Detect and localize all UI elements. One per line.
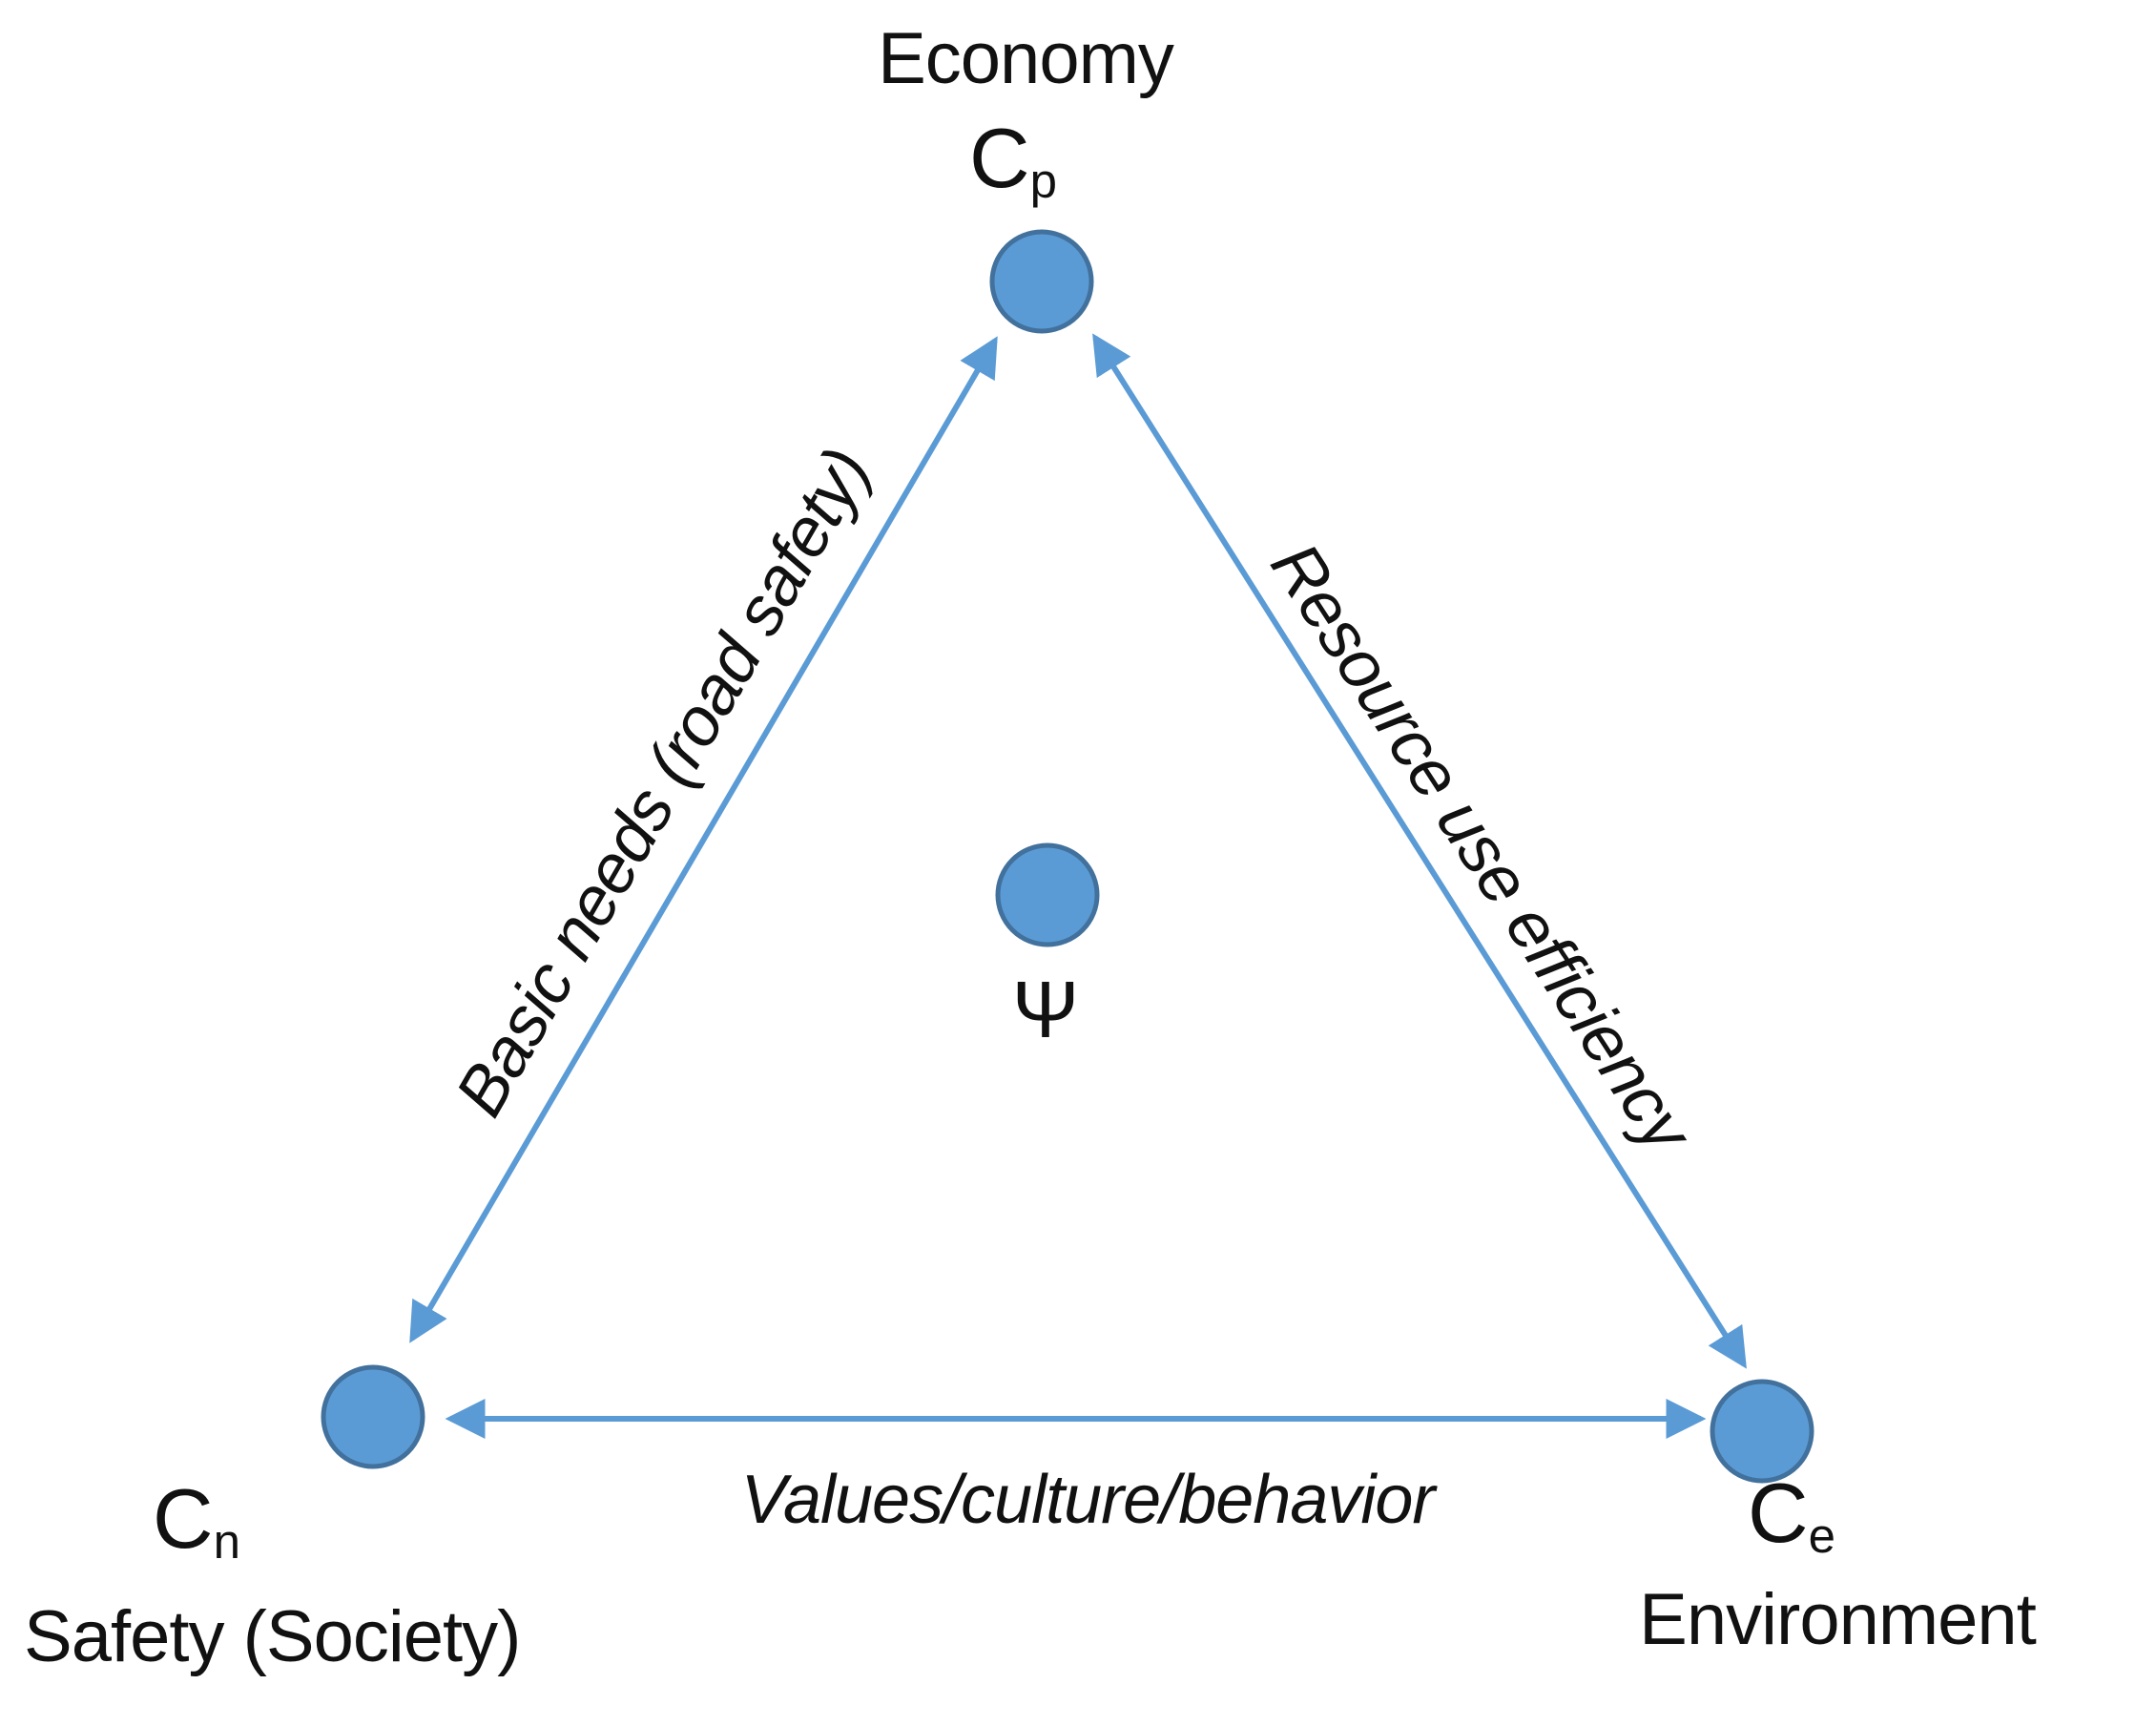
environment-symbol-letter: C	[1748, 1466, 1809, 1560]
edge-values-culture-label: Values/culture/behavior	[740, 1462, 1436, 1538]
safety-symbol-letter: C	[153, 1471, 214, 1566]
safety-symbol-label: Cn	[153, 1477, 240, 1567]
node-environment-circle	[1710, 1379, 1814, 1484]
center-psi-label: Ψ	[1011, 965, 1080, 1054]
environment-symbol-label: Ce	[1748, 1471, 1835, 1561]
environment-label: Environment	[1639, 1579, 2037, 1660]
edge-safety-economy-arrow	[409, 336, 998, 1343]
economy-label: Economy	[878, 18, 1174, 99]
safety-label: Safety (Society)	[24, 1596, 521, 1677]
edge-economy-environment-arrow	[1092, 333, 1747, 1369]
economy-symbol-label: Cp	[969, 116, 1057, 206]
economy-symbol-subscript: p	[1029, 154, 1057, 209]
environment-symbol-subscript: e	[1808, 1508, 1835, 1564]
node-economy-circle	[989, 229, 1094, 334]
node-safety-circle	[321, 1364, 425, 1469]
economy-symbol-letter: C	[969, 111, 1030, 205]
node-center-circle	[995, 842, 1100, 947]
safety-symbol-subscript: n	[213, 1514, 240, 1570]
